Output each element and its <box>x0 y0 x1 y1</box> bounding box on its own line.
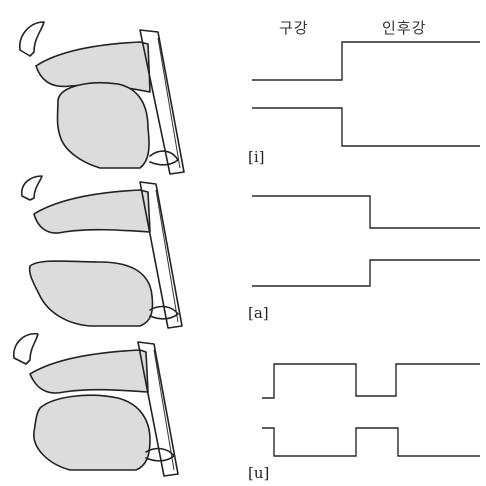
tongue-u <box>34 395 150 470</box>
palate-u <box>30 350 148 393</box>
sagittal-section-u <box>14 334 178 476</box>
area-function-a <box>252 196 480 286</box>
lip-upper-a <box>22 176 42 200</box>
sagittal-section-i <box>20 22 184 174</box>
vowel-label-u: [u] <box>248 464 269 482</box>
area-lower-i <box>252 108 480 146</box>
area-upper-u <box>262 364 480 398</box>
larynx-i <box>150 151 178 165</box>
area-upper-a <box>252 196 480 228</box>
lip-upper-u <box>14 334 38 364</box>
area-upper-i <box>252 42 480 80</box>
sagittal-section-a <box>22 176 182 328</box>
area-lower-u <box>262 428 480 456</box>
pharynx-line-a <box>156 190 178 322</box>
tongue-i <box>58 83 150 168</box>
vowel-label-i: [i] <box>248 148 265 166</box>
area-function-i <box>252 42 480 146</box>
vowel-label-a: [a] <box>248 304 269 322</box>
palate-a <box>34 190 150 233</box>
tongue-a <box>30 261 153 326</box>
pharynx-line-i <box>158 38 180 168</box>
area-lower-a <box>252 260 480 286</box>
lip-upper-i <box>20 22 44 56</box>
area-function-u <box>262 364 480 456</box>
